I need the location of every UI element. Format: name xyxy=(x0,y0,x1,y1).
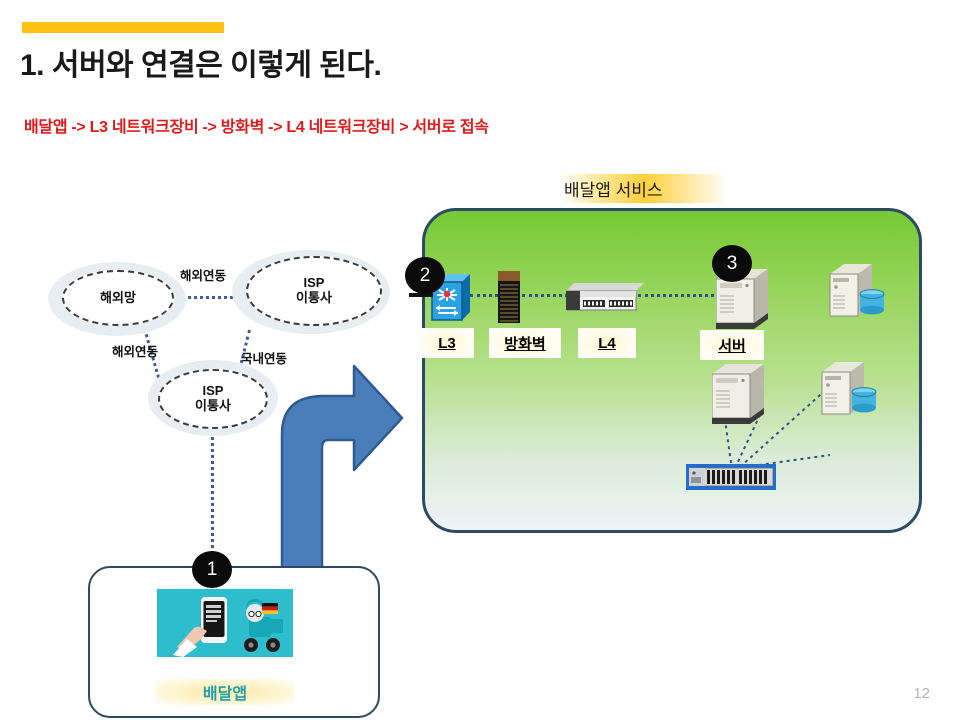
link-isp-bottom-to-app xyxy=(211,432,214,560)
cloud-isp-carrier-bottom[interactable]: ISP 이통사 xyxy=(158,369,268,429)
firewall-label-plate: 방화벽 xyxy=(489,328,561,358)
step-badge-1: 1 xyxy=(192,551,232,588)
page-number: 12 xyxy=(913,685,930,702)
link-label-domestic: 국내연동 xyxy=(241,352,288,366)
link-l3-to-firewall xyxy=(470,294,498,297)
page-title: 1. 서버와 연결은 이렇게 된다. xyxy=(20,49,382,82)
server-primary-icon[interactable] xyxy=(715,267,774,336)
title-accent-bar xyxy=(22,22,224,33)
slide-subtitle: 배달앱 -> L3 네트워크장비 -> 방화벽 -> L4 네트워크장비 > 서… xyxy=(24,119,489,136)
uplink-stub xyxy=(409,293,433,297)
l3-label-plate: L3 xyxy=(420,328,474,358)
flow-arrow-icon xyxy=(246,330,406,575)
link-firewall-to-l4 xyxy=(522,294,568,297)
cloud-overseas-network-label: 해외망 xyxy=(100,289,136,305)
cloud-isp-carrier-top-line2: 이통사 xyxy=(296,290,332,305)
l4-label-plate: L4 xyxy=(578,328,636,358)
link-l4-to-server xyxy=(638,294,720,297)
firewall-icon[interactable] xyxy=(496,271,522,330)
service-area-title: 배달앱 서비스 xyxy=(560,174,723,203)
link-label-overseas-left: 해외연동 xyxy=(112,345,159,359)
l4-switch-icon[interactable] xyxy=(565,283,644,318)
cloud-isp-carrier-top[interactable]: ISP 이통사 xyxy=(246,256,382,326)
server-label-plate: 서버 xyxy=(700,330,764,360)
delivery-app-caption: 배달앱 xyxy=(156,679,294,705)
link-label-overseas-top: 해외연동 xyxy=(180,269,227,283)
database-server-lower-icon[interactable] xyxy=(818,360,880,427)
cloud-overseas-network[interactable]: 해외망 xyxy=(62,270,174,326)
step-badge-2: 2 xyxy=(405,257,445,294)
storage-rack-icon[interactable] xyxy=(686,464,776,495)
cloud-isp-carrier-bottom-line1: ISP xyxy=(202,383,224,399)
cloud-isp-carrier-bottom-line2: 이통사 xyxy=(195,398,231,413)
delivery-app-thumbnail xyxy=(157,589,293,657)
database-server-upper-icon[interactable] xyxy=(826,262,888,329)
server-secondary-icon[interactable] xyxy=(711,362,770,431)
link-overseas-to-isp xyxy=(175,296,247,299)
cloud-isp-carrier-top-line1: ISP xyxy=(303,275,325,291)
step-badge-3: 3 xyxy=(712,245,752,282)
